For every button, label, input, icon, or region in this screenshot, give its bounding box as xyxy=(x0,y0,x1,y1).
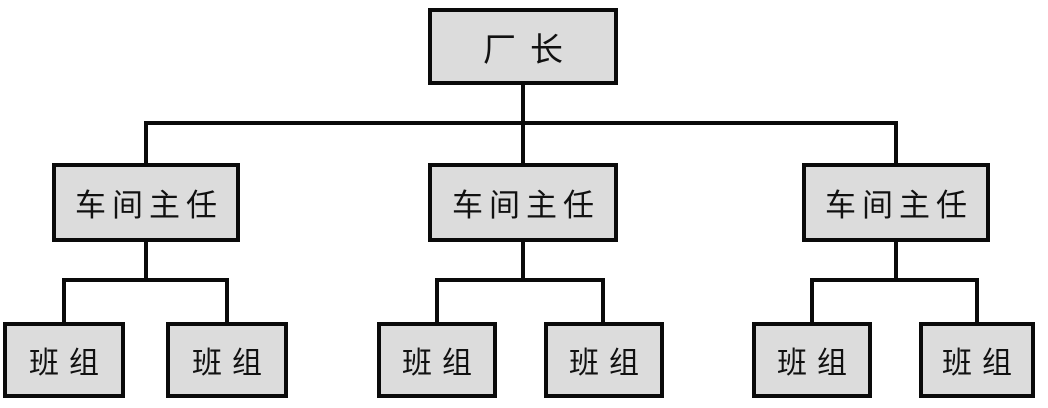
connector-team5-drop xyxy=(810,278,814,322)
org-node-label: 厂长 xyxy=(483,29,577,69)
connector-manager3-vertical xyxy=(894,242,898,282)
org-node-label: 车间主任 xyxy=(825,188,973,224)
connector-subtree3-bus xyxy=(810,278,979,282)
connector-root-vertical xyxy=(521,85,525,125)
connector-team1-drop xyxy=(62,278,66,322)
connector-manager2-vertical xyxy=(521,242,525,282)
org-node-label: 班组 xyxy=(402,346,482,381)
connector-manager2-drop xyxy=(521,121,525,163)
connector-team2-drop xyxy=(225,278,229,322)
connector-subtree2-bus xyxy=(435,278,605,282)
org-node-label: 车间主任 xyxy=(75,188,223,224)
org-node-factory-director: 厂长 xyxy=(428,8,618,85)
org-node-team-3: 班组 xyxy=(377,322,497,398)
org-node-team-4: 班组 xyxy=(544,322,664,398)
org-node-label: 班组 xyxy=(192,346,272,381)
connector-subtree1-bus xyxy=(62,278,229,282)
org-node-label: 车间主任 xyxy=(452,188,600,224)
connector-manager1-drop xyxy=(144,121,148,163)
org-node-label: 班组 xyxy=(777,346,857,381)
org-node-workshop-director-1: 车间主任 xyxy=(52,163,240,242)
org-node-team-6: 班组 xyxy=(919,322,1035,398)
org-node-workshop-director-3: 车间主任 xyxy=(802,163,990,242)
connector-team3-drop xyxy=(435,278,439,322)
connector-manager1-vertical xyxy=(144,242,148,282)
org-node-workshop-director-2: 车间主任 xyxy=(428,163,618,242)
connector-team4-drop xyxy=(601,278,605,322)
org-node-team-1: 班组 xyxy=(3,322,125,398)
connector-manager3-drop xyxy=(894,121,898,163)
org-node-label: 班组 xyxy=(942,346,1022,381)
org-node-label: 班组 xyxy=(29,346,109,381)
connector-team6-drop xyxy=(975,278,979,322)
org-node-team-2: 班组 xyxy=(166,322,288,398)
org-node-team-5: 班组 xyxy=(752,322,872,398)
org-node-label: 班组 xyxy=(569,346,649,381)
